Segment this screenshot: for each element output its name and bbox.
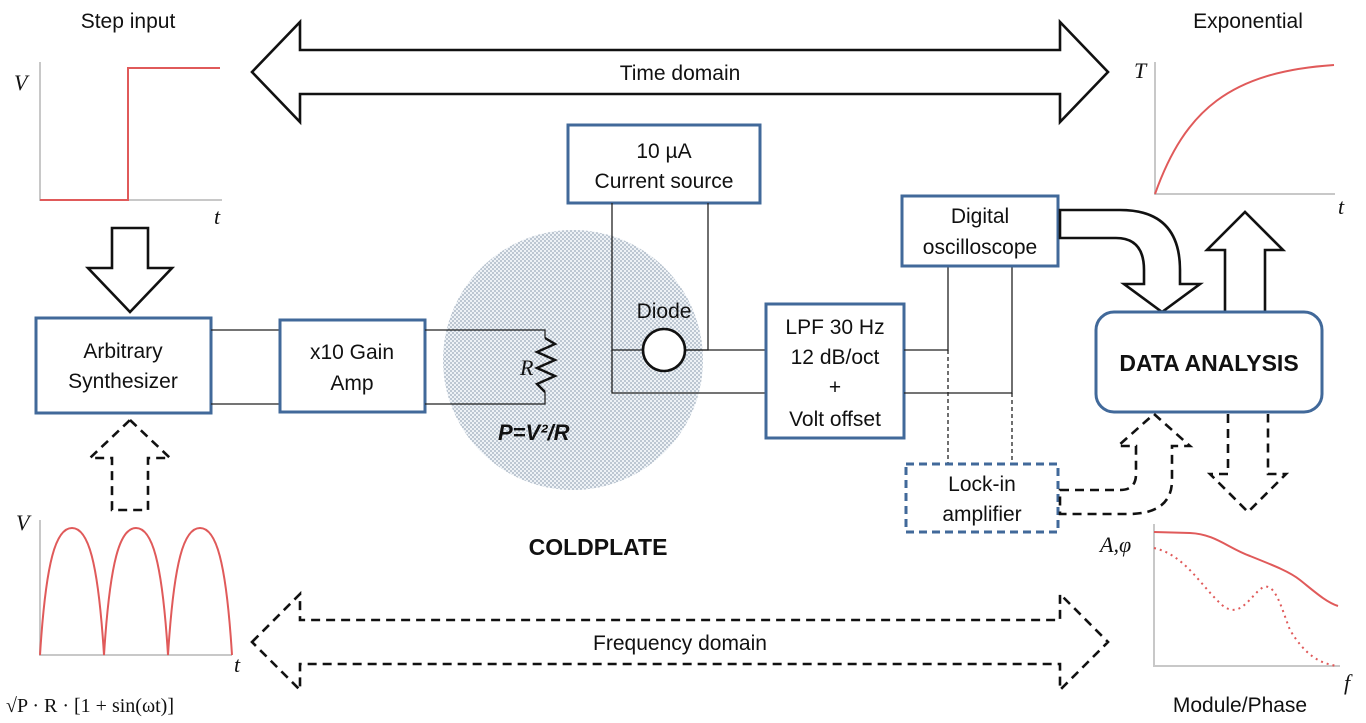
lockin-to-analysis-arrow [1058,412,1194,516]
oscilloscope-block [900,194,1060,268]
lpf-block [764,302,906,440]
lockin-label-1: Lock-in [948,473,1016,496]
oscilloscope-label-1: Digital [951,205,1009,228]
diode-symbol [641,327,687,373]
frequency-domain-arrow [250,590,1110,694]
phase-plot-curve [1153,547,1339,667]
resistor-label: R [519,355,534,380]
sine-plot-ylabel: V [16,510,32,535]
sine-plot-curve [39,526,233,656]
exponential-plot-curve [1154,64,1335,195]
current-source-block [566,123,762,205]
module-plot-curve [1153,531,1339,607]
frequency-domain-label: Frequency domain [593,632,767,655]
step-plot-axes [39,62,222,201]
time-domain-label: Time domain [620,62,741,85]
scope-to-analysis-arrow [1058,208,1204,314]
analysis-to-module-arrow [1206,414,1290,514]
wire-lpf-scope-1 [904,266,949,351]
resistor-symbol [534,336,558,393]
lpf-label-3: + [829,376,841,399]
oscilloscope-label-2: oscilloscope [923,236,1037,259]
sine-plot-xlabel: t [234,652,241,677]
current-source-label-2: Current source [595,170,734,193]
power-formula: P=V²/R [498,420,570,445]
sine-plot-axes [39,520,232,656]
coldplate-region [443,230,703,490]
coldplate-label: COLDPLATE [529,534,668,560]
wire-lpf-scope-2 [904,266,1013,394]
step-plot-title: Step input [81,10,176,33]
lockin-label-2: amplifier [942,503,1021,526]
step-plot-curve [40,67,220,201]
module-plot-axes [1153,524,1340,667]
lockin-block [904,462,1060,534]
wire-ground-lpf [611,350,766,394]
module-plot-xlabel: f [1344,670,1353,695]
data-analysis-label: DATA ANALYSIS [1119,350,1298,376]
wire-amp-resistor-bottom [425,392,546,405]
sine-formula: √P · R · [1 + sin(ωt)] [6,695,174,717]
time-domain-arrow [250,18,1110,126]
lpf-label-2: 12 dB/oct [791,346,880,369]
gain-amp-label-2: Amp [330,372,373,395]
lpf-label-4: Volt offset [789,408,881,431]
data-analysis-block [1094,310,1324,414]
diode-label: Diode [637,300,692,323]
exponential-plot-ylabel: T [1134,58,1148,83]
sine-to-synth-arrow [86,418,174,512]
exponential-plot-axes [1154,62,1335,195]
lpf-label-1: LPF 30 Hz [785,316,884,339]
step-plot-ylabel: V [14,70,30,95]
synthesizer-label-2: Synthesizer [68,370,178,393]
analysis-to-exponential-arrow [1203,210,1287,314]
wire-amp-resistor-top [425,329,546,338]
exponential-plot-xlabel: t [1338,194,1345,219]
current-source-label-1: 10 µA [636,140,691,163]
module-plot-title: Module/Phase [1173,694,1307,717]
synthesizer-label-1: Arbitrary [83,340,163,363]
module-plot-ylabel: A,φ [1098,532,1131,557]
step-to-synth-arrow [84,226,176,314]
gain-amp-block [278,318,427,414]
exponential-plot-title: Exponential [1193,10,1303,33]
step-plot-xlabel: t [214,204,221,229]
synthesizer-block [34,316,213,415]
gain-amp-label-1: x10 Gain [310,341,394,364]
